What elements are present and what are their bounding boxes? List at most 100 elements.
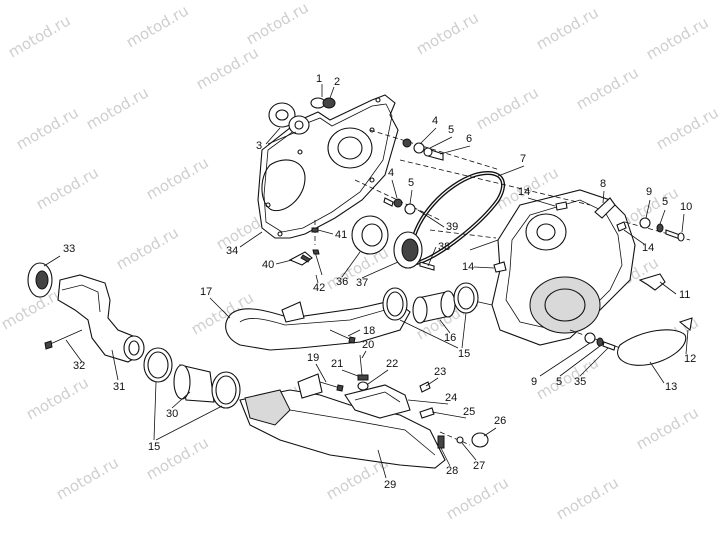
part-29-lower-duct: [239, 373, 446, 469]
callout-41: 41: [335, 229, 347, 241]
watermark: motod.ru: [193, 43, 262, 93]
callout-36: 36: [336, 276, 348, 288]
part-13-cover-plate: [617, 329, 687, 366]
callout-5: 5: [408, 177, 414, 189]
callout-35: 35: [574, 376, 586, 388]
callout-15: 15: [458, 348, 470, 360]
part-32-screw: [44, 329, 83, 350]
callout-33: 33: [63, 243, 75, 255]
watermark: motod.ru: [53, 453, 122, 503]
outer-clutch-cover: [399, 159, 636, 346]
callout-17: 17: [200, 286, 212, 298]
part-27-28-screw: [437, 431, 471, 449]
watermark: motod.ru: [33, 163, 102, 213]
part-4-5-39-bolts-lower: [354, 179, 441, 221]
watermark: motod.ru: [13, 103, 82, 153]
watermark: motod.ru: [643, 13, 712, 63]
part-14-dowel-right: [616, 221, 627, 232]
watermark: motod.ru: [573, 63, 642, 113]
part-14-dowel-upper: [555, 201, 568, 211]
watermark: motod.ru: [23, 373, 92, 423]
callout-42: 42: [313, 282, 325, 294]
callout-10: 10: [680, 201, 692, 213]
part-4-5-6-bolts-upper: [369, 129, 501, 171]
callout-40: 40: [262, 259, 274, 271]
callout-24: 24: [445, 392, 457, 404]
part-25-clip: [419, 407, 435, 419]
callout-labels: 1 2 3 4 5 6 7 8 9 5 10 14 4 5 39 14 41 3…: [63, 73, 696, 491]
callout-27: 27: [473, 460, 485, 472]
part-40-bracket: [288, 251, 313, 266]
callout-5: 5: [556, 376, 562, 388]
callout-9: 9: [646, 186, 652, 198]
callout-38: 38: [438, 241, 450, 253]
part-9-5-10-bolt-right: [624, 217, 691, 242]
part-26-plug: [471, 432, 489, 448]
callout-32: 32: [73, 360, 85, 372]
callout-22: 22: [386, 358, 398, 370]
part-33-filter-cap: [27, 262, 53, 298]
part-17-air-duct: [225, 299, 411, 351]
part-16-rubber-tube: [412, 290, 456, 324]
callout-4: 4: [388, 167, 394, 179]
watermark: motod.ru: [533, 3, 602, 53]
watermark: motod.ru: [553, 473, 622, 523]
watermark: motod.ru: [413, 8, 482, 58]
callout-13: 13: [665, 381, 677, 393]
part-7-drive-belt: [409, 171, 505, 265]
part-1-2-bushing: [310, 84, 336, 109]
callout-11: 11: [679, 289, 690, 301]
watermark: motod.ru: [473, 83, 542, 133]
part-15-clamp-right-1: [382, 287, 408, 321]
callout-16: 16: [444, 332, 456, 344]
callout-15: 15: [148, 441, 160, 453]
callout-7: 7: [520, 153, 526, 165]
part-19-20-bolts: [319, 354, 363, 392]
callout-23: 23: [434, 366, 446, 378]
part-41-screw: [311, 220, 319, 245]
watermark: motod.ru: [443, 473, 512, 523]
callout-37: 37: [356, 277, 368, 289]
part-15-clamp-left-2: [211, 371, 241, 409]
callout-5: 5: [662, 196, 668, 208]
watermark: motod.ru: [653, 103, 722, 153]
callout-4: 4: [432, 115, 438, 127]
part-15-clamp-right-2: [453, 282, 479, 314]
part-42-screw: [312, 249, 323, 276]
part-14-dowel-left: [493, 261, 507, 273]
callout-12: 12: [684, 353, 696, 365]
callout-2: 2: [334, 76, 340, 88]
callout-3: 3: [256, 140, 262, 152]
callout-25: 25: [463, 406, 475, 418]
callout-9: 9: [531, 376, 537, 388]
callout-34: 34: [226, 245, 238, 257]
callout-14: 14: [462, 261, 474, 273]
watermark: motod.ru: [5, 11, 74, 61]
part-9-5-35-bolt-lower: [569, 329, 641, 356]
callout-14: 14: [642, 242, 654, 254]
watermark: motod.ru: [243, 0, 312, 48]
callout-18: 18: [363, 325, 375, 337]
part-24-bracket: [344, 384, 411, 419]
watermark: motod.ru: [123, 1, 192, 51]
callout-21: 21: [331, 358, 343, 370]
callout-8: 8: [600, 178, 606, 190]
part-23-clip: [419, 381, 431, 393]
watermark: motod.ru: [83, 83, 152, 133]
callout-1: 1: [316, 73, 322, 85]
callout-20: 20: [362, 339, 374, 351]
part-21-22-fasteners: [357, 374, 369, 391]
callout-39: 39: [446, 221, 458, 233]
callout-14: 14: [518, 186, 530, 198]
part-30-rubber-tube: [173, 364, 215, 403]
callout-5: 5: [448, 124, 454, 136]
part-37-38-seal: [393, 231, 435, 271]
callout-31: 31: [113, 381, 125, 393]
watermark: motod.ru: [533, 353, 602, 403]
callout-29: 29: [384, 479, 396, 491]
part-36-seal-ring: [351, 215, 389, 255]
part-3-seal: [268, 102, 310, 135]
part-15-clamp-left-1: [143, 347, 173, 383]
watermark: motod.ru: [113, 223, 182, 273]
